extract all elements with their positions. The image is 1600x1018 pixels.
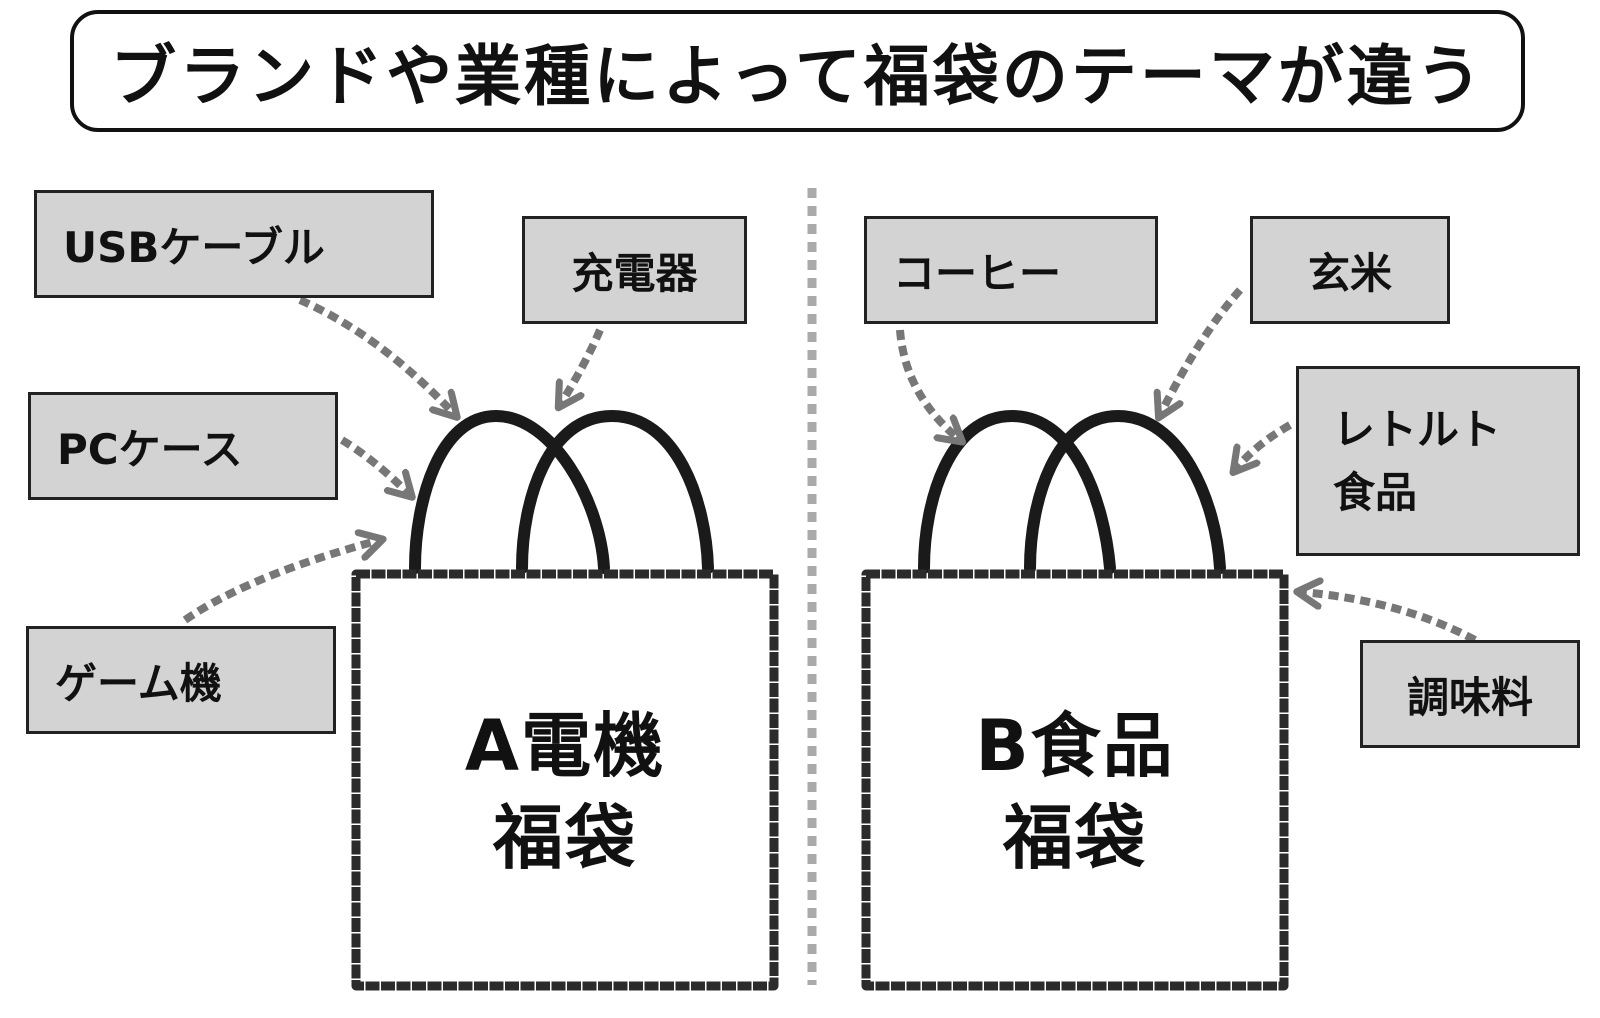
- label-coffee: コーヒー: [864, 216, 1158, 324]
- bag-b-handle-left: [918, 409, 1116, 574]
- bag-b-line2: 福袋: [1003, 797, 1147, 879]
- bag-b-body: [861, 569, 1289, 991]
- arrow-retort-food: [1235, 421, 1292, 470]
- title-box: ブランドや業種によって福袋のテーマが違う: [70, 10, 1525, 132]
- label-seasoning: 調味料: [1360, 640, 1580, 748]
- bag-a-line1: A電機: [464, 705, 666, 787]
- label-brown-rice-text: 玄米: [1307, 248, 1392, 298]
- bag-b-line1: B食品: [975, 705, 1175, 787]
- arrow-game-console: [182, 540, 380, 624]
- label-usb-cable: USBケーブル: [34, 190, 434, 298]
- bag-a-line2: 福袋: [493, 797, 637, 879]
- label-brown-rice: 玄米: [1250, 216, 1450, 324]
- arrow-usb-cable: [298, 296, 455, 415]
- arrow-coffee: [896, 329, 960, 440]
- label-retort-food: レトルト 食品: [1296, 366, 1580, 556]
- label-game-console-text: ゲーム機: [55, 658, 222, 708]
- label-charger-text: 充電器: [571, 248, 698, 298]
- label-charger: 充電器: [522, 216, 747, 324]
- bag-a-handle-right: [516, 409, 714, 574]
- bag-a-label: A電機 福袋: [356, 700, 774, 884]
- bag-b-label: B食品 福袋: [866, 700, 1284, 884]
- arrow-brown-rice: [1160, 287, 1243, 415]
- arrow-charger: [560, 328, 604, 405]
- label-pc-case: PCケース: [28, 392, 338, 500]
- label-usb-cable-text: USBケーブル: [63, 222, 325, 272]
- label-retort-food-line1: レトルト: [1333, 405, 1502, 454]
- label-seasoning-text: 調味料: [1406, 672, 1533, 722]
- arrow-pc-case: [339, 436, 410, 495]
- label-coffee-text: コーヒー: [893, 248, 1062, 298]
- diagram-title: ブランドや業種によって福袋のテーマが違う: [110, 38, 1485, 115]
- label-game-console: ゲーム機: [26, 626, 336, 734]
- bag-a-body: [351, 569, 779, 991]
- bag-a-handle-left: [409, 409, 610, 574]
- arrow-seasoning: [1300, 592, 1477, 644]
- label-retort-food-line2: 食品: [1333, 468, 1418, 517]
- label-pc-case-text: PCケース: [57, 424, 243, 474]
- bag-b-handle-right: [1024, 409, 1226, 574]
